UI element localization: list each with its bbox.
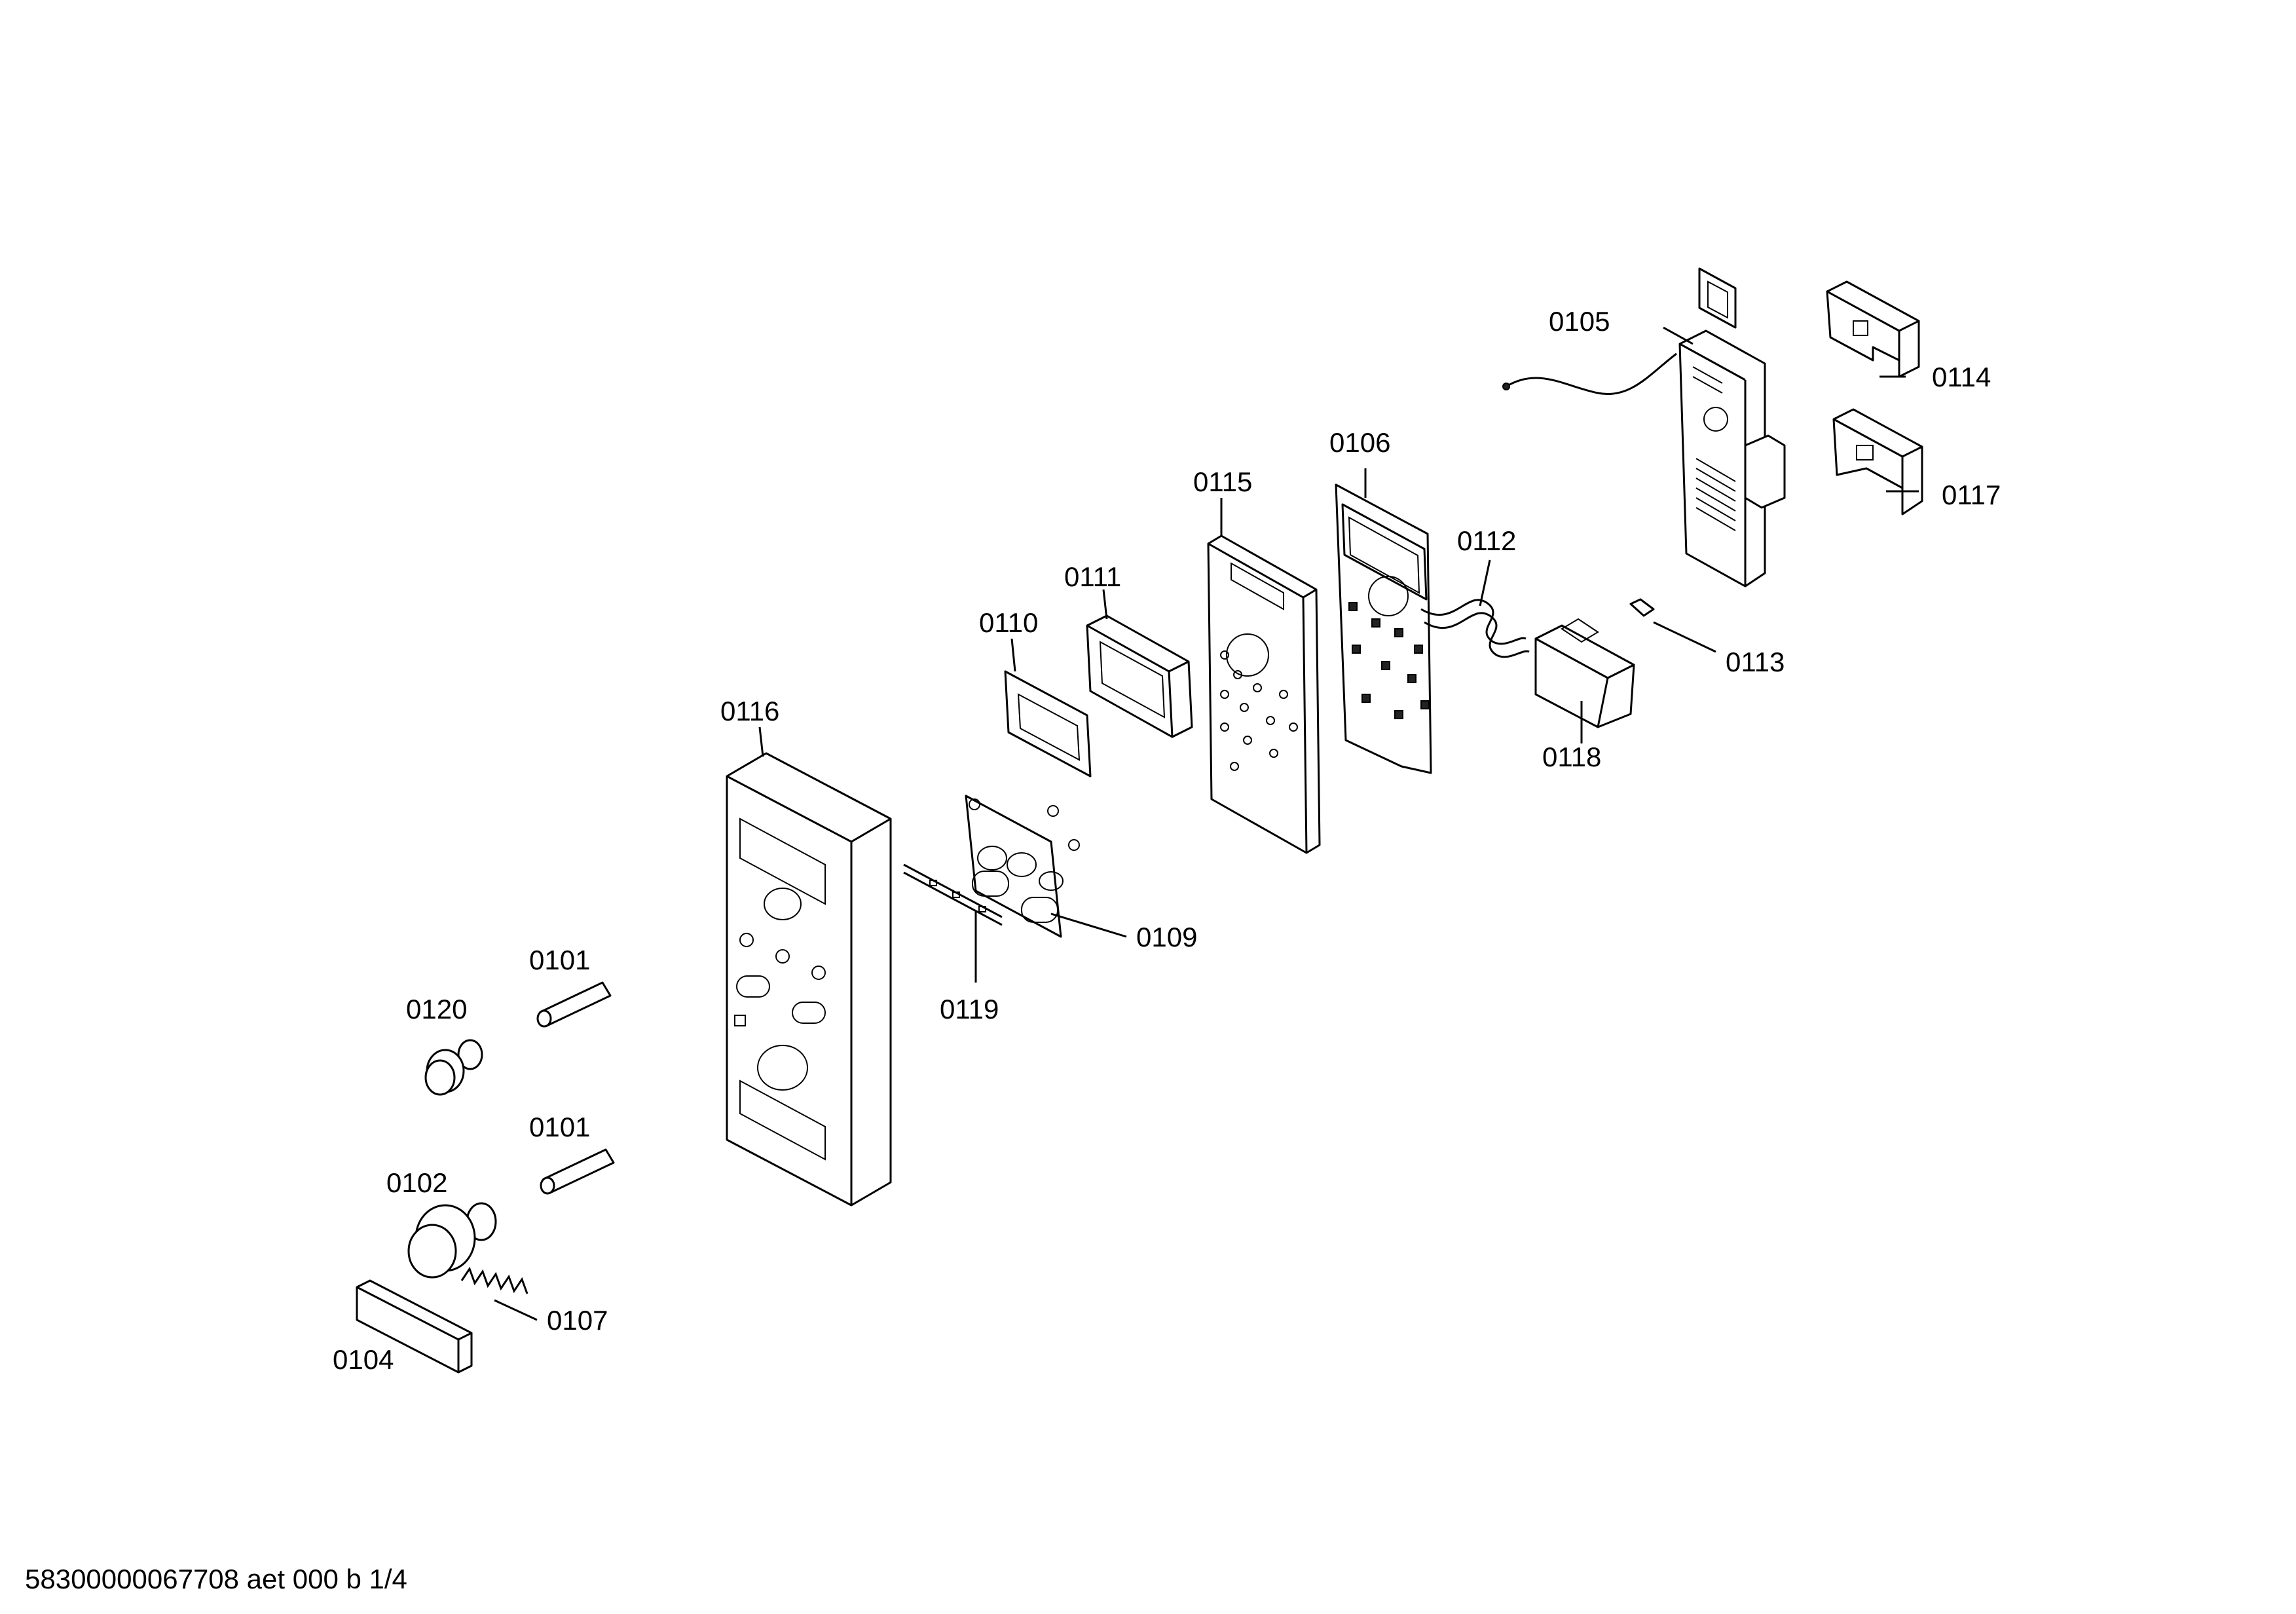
part-0106-control-pcb xyxy=(1335,483,1432,774)
label-0111: 0111 xyxy=(1064,561,1121,592)
part-0112-ribbon-cable xyxy=(1420,599,1530,658)
label-0116: 0116 xyxy=(720,696,779,726)
part-0117-bracket xyxy=(1832,408,1923,516)
part-0109-button-carrier xyxy=(965,795,1080,938)
label-0114: 0114 xyxy=(1932,362,1991,392)
part-0113-pin xyxy=(1629,598,1655,617)
part-labels: 0105 0114 0117 0106 0115 0112 0111 0110 … xyxy=(333,306,2001,1375)
label-0120: 0120 xyxy=(406,994,467,1024)
label-0113: 0113 xyxy=(1726,647,1785,677)
label-0101-upper: 0101 xyxy=(529,945,590,975)
leader-lines xyxy=(494,326,1919,1321)
part-0115-control-carrier xyxy=(1207,535,1321,854)
label-0115: 0115 xyxy=(1193,466,1252,497)
part-0105-power-board xyxy=(1502,267,1786,588)
part-0102-large-knob xyxy=(407,1202,497,1279)
label-0112: 0112 xyxy=(1457,525,1516,556)
part-0114-bracket xyxy=(1826,280,1920,378)
part-0119-contact-strip xyxy=(903,863,1003,926)
part-0101-shaft-upper xyxy=(536,981,612,1028)
part-0110-display-window xyxy=(1004,670,1092,778)
label-0106: 0106 xyxy=(1329,427,1390,458)
label-0109: 0109 xyxy=(1136,922,1197,952)
part-0118-bracket xyxy=(1534,618,1635,728)
label-0107: 0107 xyxy=(547,1305,608,1336)
label-0105: 0105 xyxy=(1549,306,1610,337)
part-0107-spring xyxy=(460,1266,528,1294)
part-0104-cover xyxy=(356,1279,473,1374)
label-0101-lower: 0101 xyxy=(529,1112,590,1142)
label-0117: 0117 xyxy=(1942,479,2001,510)
part-0116-front-panel xyxy=(726,752,892,1207)
label-0119: 0119 xyxy=(940,994,999,1024)
document-code: 58300000067708 aet 000 b 1/4 xyxy=(25,1564,407,1594)
label-0102: 0102 xyxy=(386,1167,447,1198)
part-0101-shaft-lower xyxy=(540,1148,615,1195)
part-0120-small-knob xyxy=(424,1039,483,1096)
label-0110: 0110 xyxy=(979,607,1038,638)
part-0111-display-frame xyxy=(1086,614,1193,738)
label-0118: 0118 xyxy=(1542,741,1601,772)
label-0104: 0104 xyxy=(333,1344,394,1375)
